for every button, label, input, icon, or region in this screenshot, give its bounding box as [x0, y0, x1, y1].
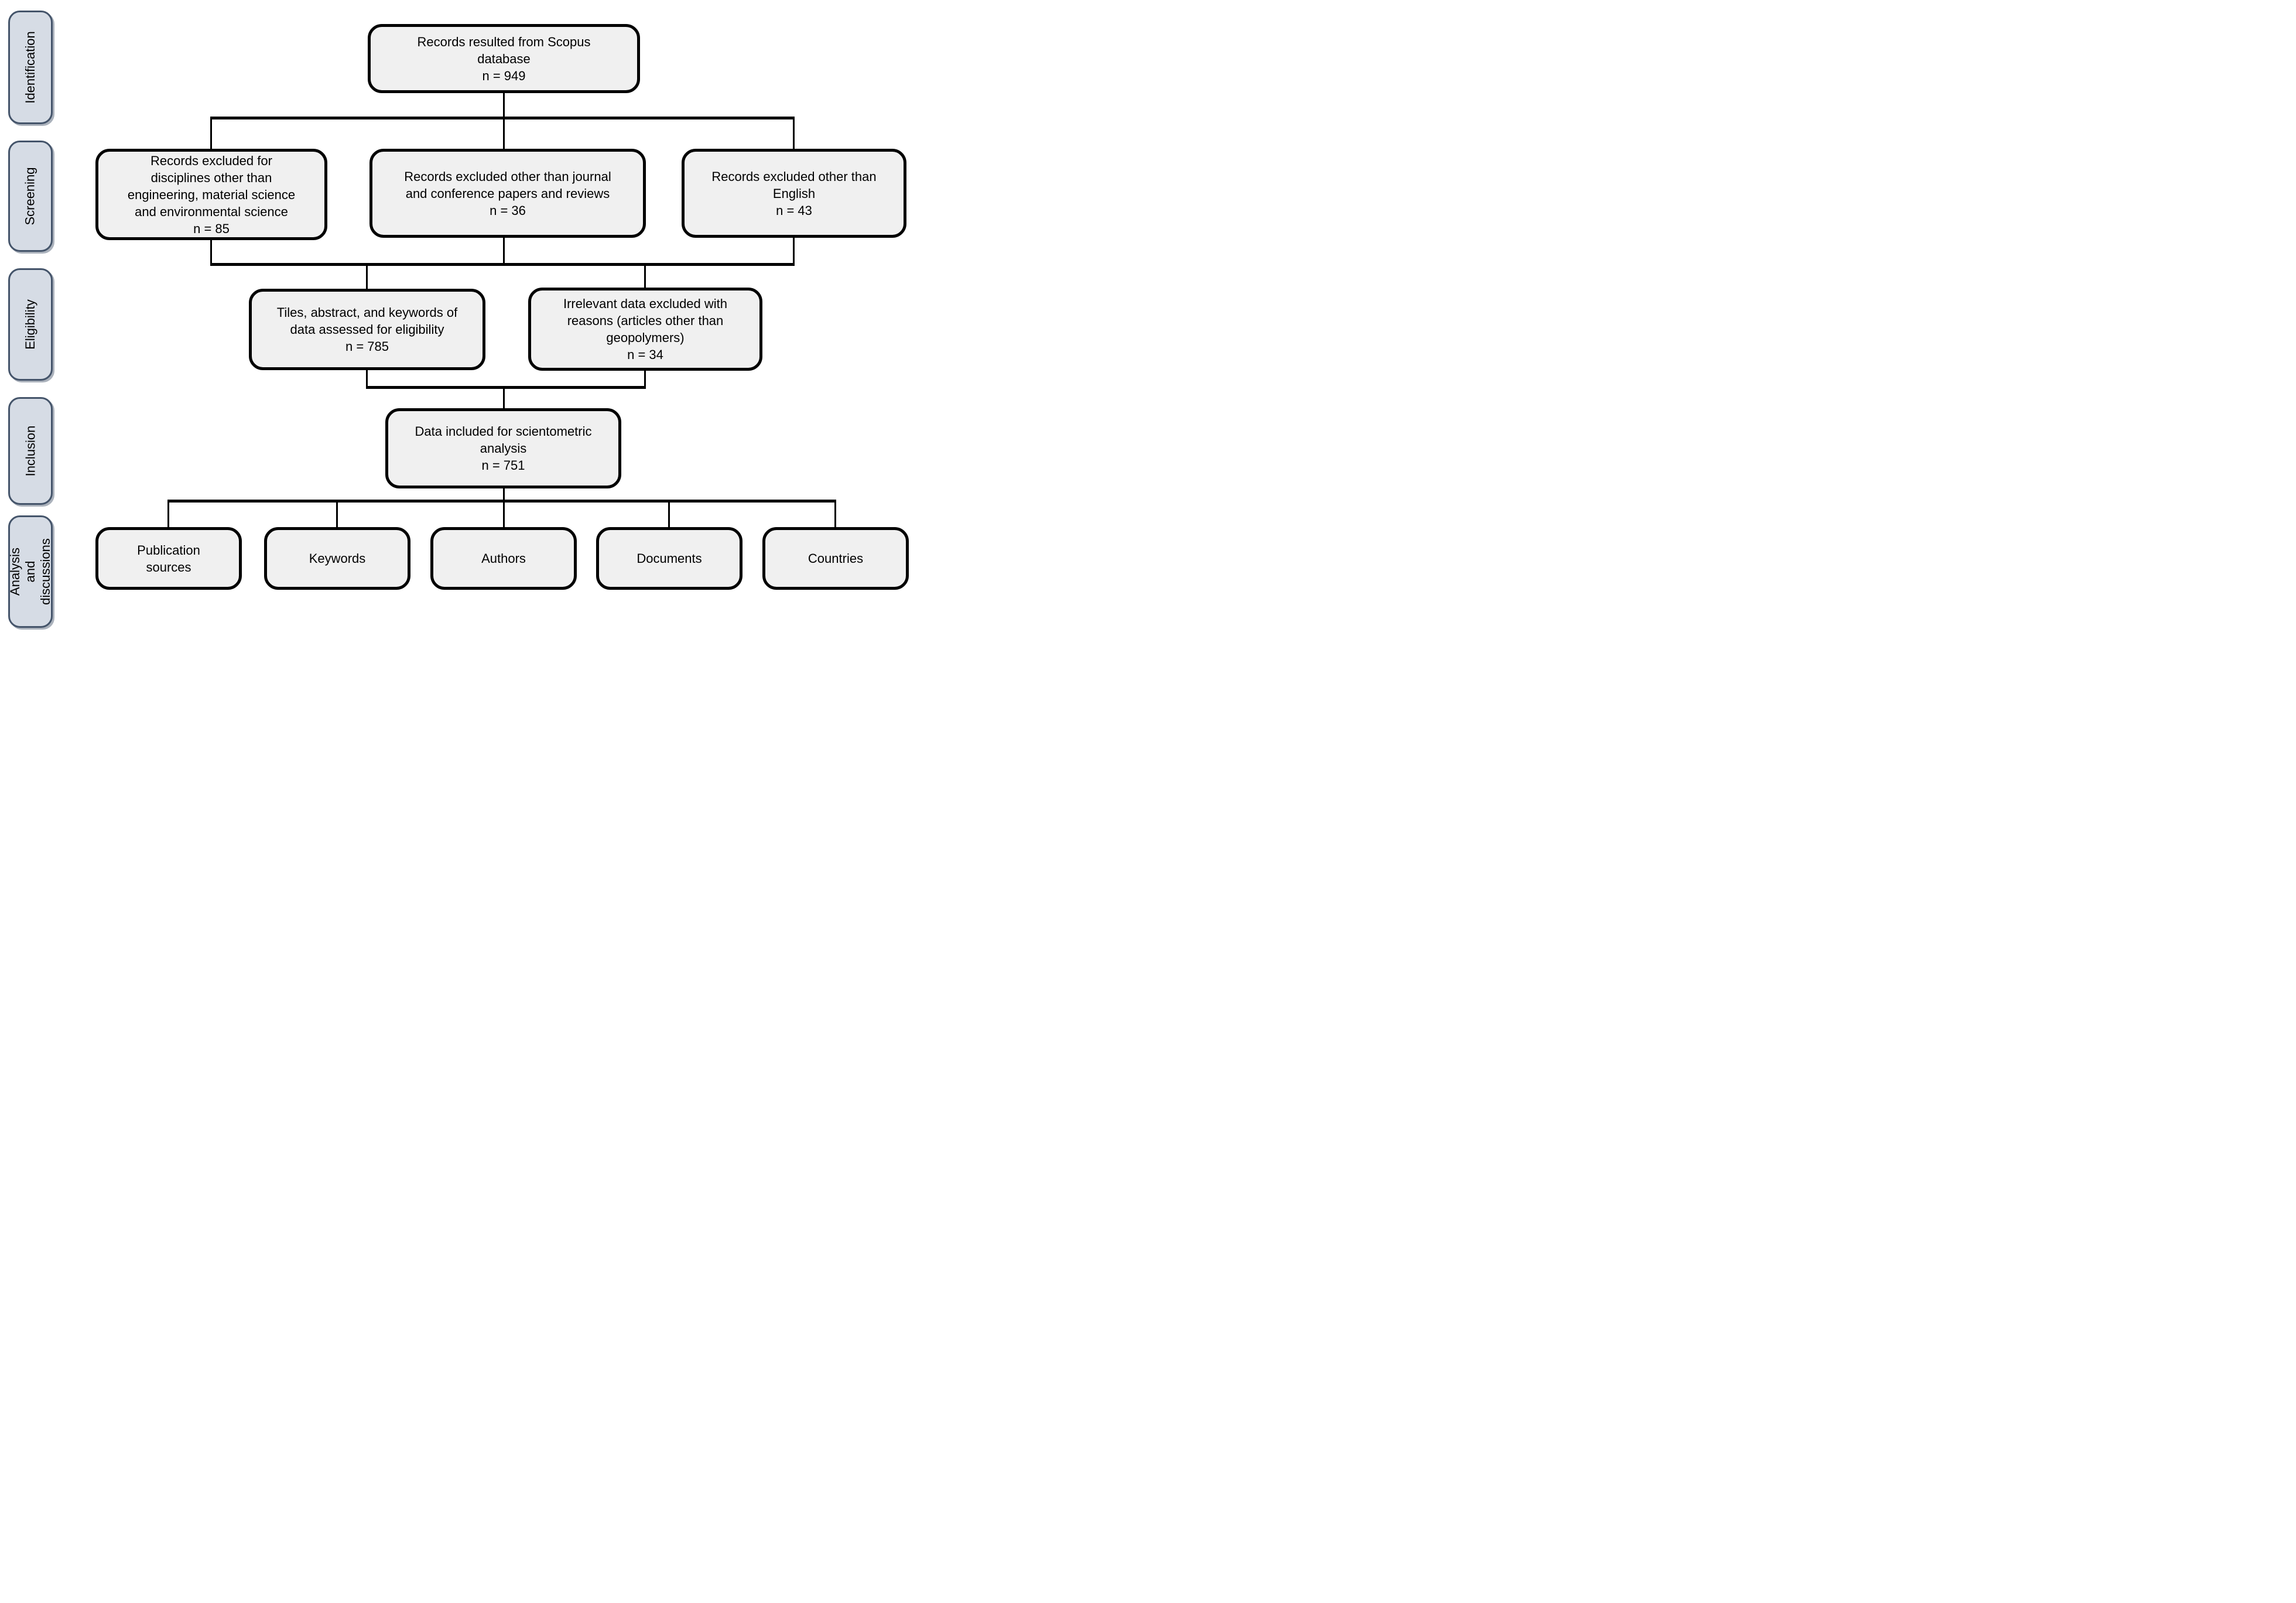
stage-screening: Screening [8, 141, 53, 252]
node-countries-label: Countries [807, 551, 864, 566]
connector-doc-types-down [503, 237, 505, 266]
node-included-analysis-label: Data included for scientometric analysis [415, 424, 592, 456]
node-records-scopus-count: n = 949 [482, 68, 526, 83]
stage-eligibility-label: Eligibility [23, 299, 37, 350]
node-excluded-disciplines-label: Records excluded for disciplines other t… [127, 153, 296, 219]
stage-analysis-discussions-label: Analysis and discussions [8, 538, 53, 605]
connector-drop-irrelevant [644, 263, 646, 289]
connector-drop-included [503, 386, 505, 409]
node-excluded-doc-types-label: Records excluded other than journal and … [404, 169, 611, 201]
node-assessed-eligibility-count: n = 785 [345, 339, 389, 354]
stage-identification-label: Identification [23, 31, 37, 104]
connector-drop-publication-sources [167, 500, 169, 528]
node-excluded-language-count: n = 43 [776, 203, 812, 218]
stage-eligibility: Eligibility [8, 268, 53, 381]
connector-disciplines-down [210, 238, 212, 266]
node-countries: Countries [762, 527, 909, 590]
node-irrelevant-excluded-count: n = 34 [627, 347, 663, 362]
node-keywords: Keywords [264, 527, 410, 590]
connector-included-down [503, 487, 505, 501]
node-irrelevant-excluded: Irrelevant data excluded with reasons (a… [528, 288, 762, 371]
connector-drop-language [793, 117, 795, 150]
connector-language-down [793, 237, 795, 266]
stage-identification: Identification [8, 11, 53, 124]
node-included-analysis: Data included for scientometric analysis… [385, 408, 621, 488]
stage-analysis-discussions: Analysis and discussions [8, 515, 53, 628]
connector-drop-keywords [336, 500, 338, 528]
node-publication-sources: Publication sources [95, 527, 242, 590]
connector-irrelevant-down [644, 370, 646, 388]
node-assessed-eligibility-label: Tiles, abstract, and keywords of data as… [276, 305, 458, 337]
connector-drop-documents [668, 500, 670, 528]
node-excluded-doc-types: Records excluded other than journal and … [369, 149, 646, 238]
node-excluded-doc-types-count: n = 36 [490, 203, 526, 218]
node-documents: Documents [596, 527, 742, 590]
node-authors: Authors [430, 527, 577, 590]
node-excluded-disciplines: Records excluded for disciplines other t… [95, 149, 327, 240]
node-records-scopus: Records resulted from Scopus database n … [368, 24, 640, 93]
node-assessed-eligibility: Tiles, abstract, and keywords of data as… [249, 289, 485, 370]
connector-drop-assessed [366, 263, 368, 290]
connector-drop-countries [834, 500, 836, 528]
node-excluded-language-label: Records excluded other than English [711, 169, 877, 201]
connector-drop-authors [503, 500, 505, 528]
connector-drop-doc-types [503, 117, 505, 150]
node-keywords-label: Keywords [309, 551, 366, 566]
connector-screening-rail [210, 117, 795, 119]
connector-records-down [503, 93, 505, 119]
connector-inclusion-rail [366, 386, 646, 389]
stage-inclusion: Inclusion [8, 397, 53, 505]
node-included-analysis-count: n = 751 [481, 458, 525, 473]
connector-drop-disciplines [210, 117, 212, 150]
node-publication-sources-label: Publication sources [137, 542, 200, 575]
connector-eligibility-rail [210, 263, 795, 266]
stage-inclusion-label: Inclusion [23, 425, 37, 477]
node-excluded-language: Records excluded other than English n = … [682, 149, 906, 238]
node-authors-label: Authors [481, 551, 526, 566]
stage-screening-label: Screening [23, 167, 38, 225]
node-documents-label: Documents [637, 551, 702, 566]
prisma-flow-diagram: Identification Screening Eligibility Inc… [0, 0, 913, 638]
node-excluded-disciplines-count: n = 85 [193, 221, 230, 236]
connector-assessed-down [366, 369, 368, 388]
node-irrelevant-excluded-label: Irrelevant data excluded with reasons (a… [563, 296, 728, 345]
connector-analysis-rail [167, 500, 836, 503]
node-records-scopus-label: Records resulted from Scopus database [417, 34, 591, 66]
